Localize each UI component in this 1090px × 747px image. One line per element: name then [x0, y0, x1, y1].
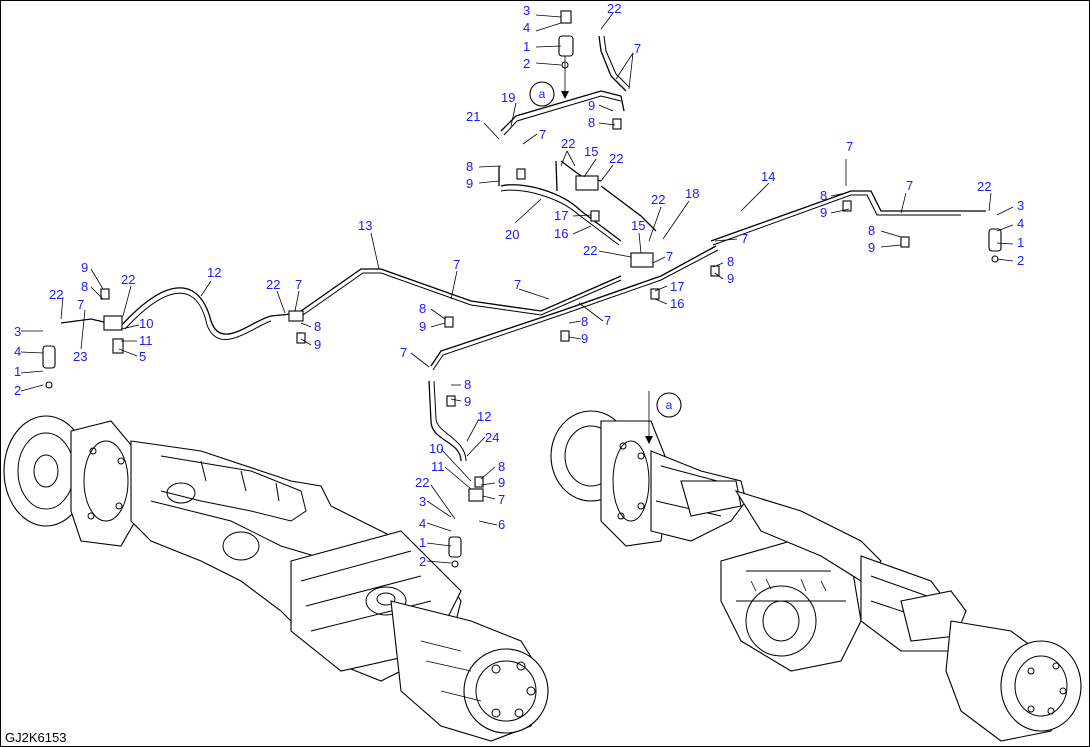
callout: 23: [73, 349, 87, 364]
callout: 9: [419, 319, 426, 334]
callout: 17: [670, 279, 684, 294]
callout: 17: [554, 208, 568, 223]
callout: 9: [314, 337, 321, 352]
reference-marker-top: a: [529, 81, 555, 107]
callout: 9: [466, 176, 473, 191]
callout: 8: [419, 301, 426, 316]
callout: 13: [358, 218, 372, 233]
callout: 22: [583, 243, 597, 258]
callout: 2: [14, 383, 21, 398]
callout: 7: [400, 345, 407, 360]
callout: 4: [523, 20, 530, 35]
callout: 7: [846, 139, 853, 154]
callout: 16: [670, 296, 684, 311]
callout: 9: [588, 98, 595, 113]
callout: 11: [431, 459, 445, 474]
callout: 3: [1017, 198, 1024, 213]
callout: 1: [419, 535, 426, 550]
callout: 3: [14, 324, 21, 339]
callout: 22: [415, 475, 429, 490]
callout: 7: [906, 178, 913, 193]
callout: 4: [1017, 216, 1024, 231]
callout-labels: 3 4 1 2 22 7 19 9 8 21 7 22 15 22 8 9 7 …: [14, 1, 1024, 569]
callout: 9: [727, 271, 734, 286]
callout: 9: [581, 331, 588, 346]
brake-pipes: [60, 35, 986, 462]
callout: 9: [498, 475, 505, 490]
callout: 10: [429, 441, 443, 456]
callout: 8: [314, 319, 321, 334]
callout: 8: [498, 459, 505, 474]
callout: 6: [498, 517, 505, 532]
callout: 3: [419, 494, 426, 509]
callout: 22: [266, 277, 280, 292]
callout: 7: [741, 231, 748, 246]
callout: 22: [121, 272, 135, 287]
callout: 7: [453, 257, 460, 272]
callout: 8: [727, 254, 734, 269]
callout: 22: [607, 1, 621, 16]
callout: 7: [498, 492, 505, 507]
callout: 14: [761, 169, 775, 184]
leader-lines: [20, 12, 1014, 564]
callout: 9: [820, 205, 827, 220]
drawing-code: GJ2K6153: [5, 730, 67, 745]
callout: 7: [77, 297, 84, 312]
callout: 8: [81, 279, 88, 294]
callout: 16: [554, 226, 568, 241]
callout: 7: [634, 41, 641, 56]
callout: 7: [604, 313, 611, 328]
callout: 2: [1017, 253, 1024, 268]
callout: 22: [977, 179, 991, 194]
callout: 9: [81, 260, 88, 275]
callout: 9: [868, 240, 875, 255]
callout: 8: [588, 115, 595, 130]
callout: 24: [485, 430, 499, 445]
callout: 1: [523, 39, 530, 54]
callout: 11: [139, 333, 153, 348]
callout: 22: [49, 287, 63, 302]
callout: 20: [505, 227, 519, 242]
callout: 7: [514, 277, 521, 292]
fittings: [42, 10, 1002, 568]
callout: 18: [685, 186, 699, 201]
callout: 3: [523, 3, 530, 18]
callout: 22: [609, 151, 623, 166]
rear-axle-housing: [550, 410, 1082, 742]
callout: 2: [419, 554, 426, 569]
callout: 15: [584, 144, 598, 159]
callout: 22: [561, 136, 575, 151]
callout: 1: [1017, 235, 1024, 250]
reference-marker-label: a: [666, 398, 673, 412]
callout: 8: [581, 314, 588, 329]
callout: 19: [501, 90, 515, 105]
reference-marker-label: a: [539, 87, 546, 101]
callout: 2: [523, 56, 530, 71]
callout: 15: [631, 218, 645, 233]
callout: 7: [295, 277, 302, 292]
callout: 8: [464, 377, 471, 392]
callout: 21: [466, 109, 480, 124]
callout: 22: [651, 192, 665, 207]
callout: 4: [14, 344, 21, 359]
callout: 7: [666, 249, 673, 264]
callout: 7: [539, 127, 546, 142]
callout: 8: [820, 188, 827, 203]
callout: 12: [207, 265, 221, 280]
callout: 10: [139, 316, 153, 331]
callout: 9: [464, 394, 471, 409]
reference-marker-bottom: a: [656, 392, 682, 418]
callout: 5: [139, 349, 146, 364]
callout: 1: [14, 364, 21, 379]
callout: 12: [477, 409, 491, 424]
callout: 4: [419, 516, 426, 531]
callout: 8: [466, 159, 473, 174]
callout: 8: [868, 223, 875, 238]
front-axle-housing: [3, 415, 549, 742]
